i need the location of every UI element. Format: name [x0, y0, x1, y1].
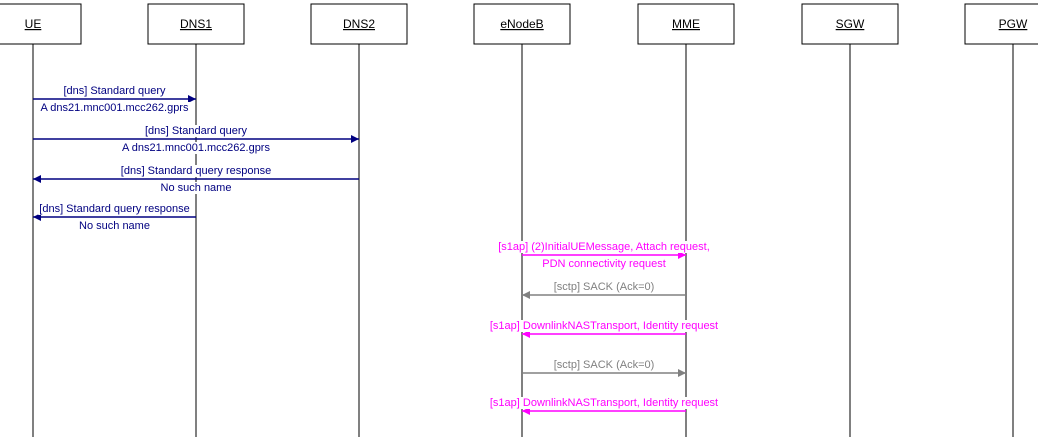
entity-box-dns1	[147, 3, 245, 45]
message-label-0-1: A dns21.mnc001.mcc262.gprs	[41, 102, 189, 114]
message-label-2-1: No such name	[161, 182, 232, 194]
message-8: [s1ap] DownlinkNASTransport, Identity re…	[488, 397, 720, 415]
message-label-1-1: A dns21.mnc001.mcc262.gprs	[122, 142, 270, 154]
message-label-bg-5-0	[552, 281, 656, 293]
message-label-bg-4-0	[497, 241, 711, 253]
message-label-6-0: [s1ap] DownlinkNASTransport, Identity re…	[490, 320, 718, 332]
entity-label-pgw: PGW	[999, 17, 1028, 31]
message-label-4-1: PDN connectivity request	[542, 258, 666, 270]
message-label-0-0: [dns] Standard query	[63, 85, 166, 97]
message-label-bg-0-0	[62, 85, 168, 97]
entity-label-ue: UE	[25, 17, 42, 31]
message-label-bg-1-1	[121, 142, 272, 154]
messages: [dns] Standard query A dns21.mnc001.mcc26…	[33, 85, 720, 415]
message-label-3-0: [dns] Standard query response	[39, 203, 189, 215]
message-label-8-0: [s1ap] DownlinkNASTransport, Identity re…	[490, 397, 718, 409]
entity-label-sgw: SGW	[836, 17, 865, 31]
message-label-bg-3-0	[38, 203, 191, 215]
message-4: [s1ap] (2)InitialUEMessage, Attach reque…	[497, 241, 711, 270]
entity-ue: UE	[0, 3, 82, 45]
message-label-bg-6-0	[488, 320, 720, 332]
message-5: [sctp] SACK (Ack=0)	[522, 281, 686, 299]
message-label-2-0: [dns] Standard query response	[121, 165, 271, 177]
entity-label-dns2: DNS2	[343, 17, 375, 31]
entity-box-dns2	[310, 3, 408, 45]
message-label-bg-1-0	[143, 125, 249, 137]
message-label-bg-4-1	[541, 258, 667, 270]
entity-dns2: DNS2	[310, 3, 408, 45]
message-label-bg-7-0	[552, 359, 656, 371]
entity-pgw: PGW	[964, 3, 1038, 45]
entity-dns1: DNS1	[147, 3, 245, 45]
entity-enodeb: eNodeB	[473, 3, 571, 45]
entity-label-enodeb: eNodeB	[500, 17, 543, 31]
message-label-bg-2-0	[119, 165, 273, 177]
entity-box-enodeb	[473, 3, 571, 45]
message-2: [dns] Standard query response No such nam…	[33, 165, 359, 194]
entity-sgw: SGW	[801, 3, 899, 45]
message-label-7-0: [sctp] SACK (Ack=0)	[554, 359, 655, 371]
message-3: [dns] Standard query response No such nam…	[33, 203, 196, 232]
message-label-bg-3-1	[78, 220, 151, 232]
entity-box-pgw	[964, 3, 1038, 45]
entity-box-ue	[0, 3, 82, 45]
message-7: [sctp] SACK (Ack=0)	[522, 359, 686, 377]
message-6: [s1ap] DownlinkNASTransport, Identity re…	[488, 320, 720, 338]
entity-boxes: UE DNS1 DNS2 eNodeB MME SGW PGW	[0, 3, 1038, 45]
lifelines	[32, 44, 1014, 437]
message-label-5-0: [sctp] SACK (Ack=0)	[554, 281, 655, 293]
message-label-4-0: [s1ap] (2)InitialUEMessage, Attach reque…	[498, 241, 710, 253]
entity-label-mme: MME	[672, 17, 700, 31]
entity-box-mme	[637, 3, 735, 45]
message-label-bg-2-1	[159, 182, 233, 194]
message-label-3-1: No such name	[79, 220, 150, 232]
message-1: [dns] Standard query A dns21.mnc001.mcc26…	[33, 125, 359, 154]
message-label-1-0: [dns] Standard query	[145, 125, 248, 137]
message-0: [dns] Standard query A dns21.mnc001.mcc26…	[33, 85, 196, 114]
message-label-bg-0-1	[39, 102, 190, 114]
entity-mme: MME	[637, 3, 735, 45]
entity-box-sgw	[801, 3, 899, 45]
entity-label-dns1: DNS1	[180, 17, 212, 31]
message-label-bg-8-0	[488, 397, 720, 409]
